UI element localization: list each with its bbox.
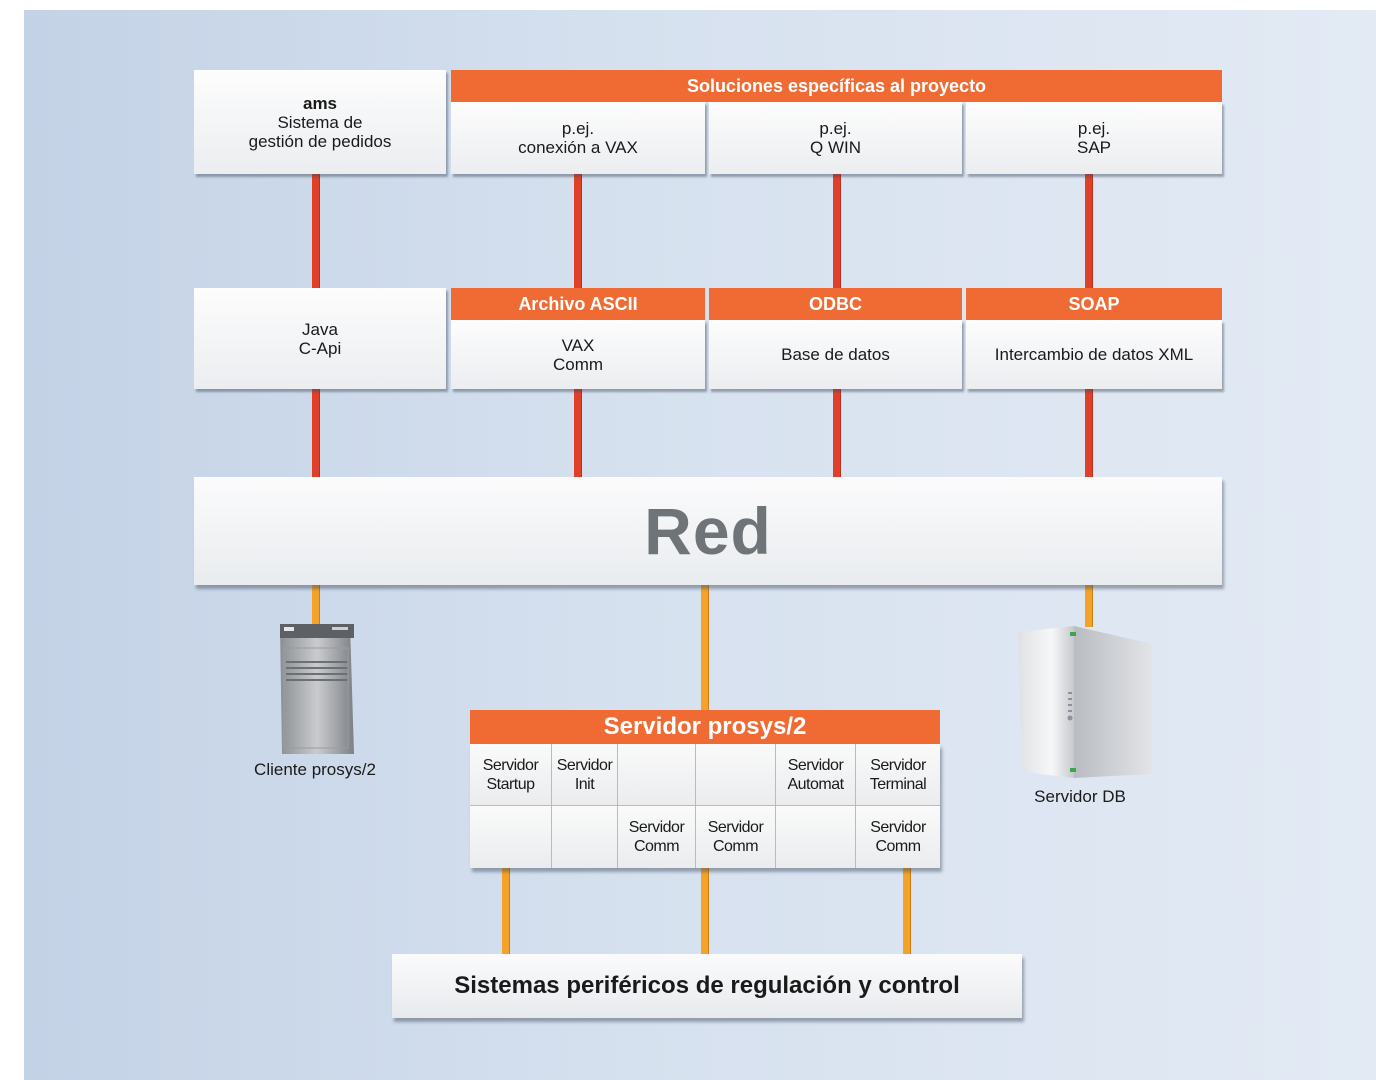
ascii-box: VAX Comm xyxy=(451,320,705,389)
server-cell xyxy=(618,744,696,806)
ams-title: ams xyxy=(302,93,338,113)
java-line2: C-Api xyxy=(298,338,342,358)
server-cell: Servidor Terminal xyxy=(856,744,940,806)
server-cell-line1: Servidor xyxy=(707,819,764,836)
java-box: Java C-Api xyxy=(194,288,446,389)
connector-network-server xyxy=(701,585,708,710)
db-server-icon xyxy=(1018,626,1152,778)
server-cell: Servidor Comm xyxy=(618,806,696,868)
client-label: Cliente prosys/2 xyxy=(254,760,376,779)
solution-qwin-line2: Q WIN xyxy=(810,138,861,157)
server-cell-line1: Servidor xyxy=(870,756,926,774)
solution-sap-line1: p.ej. xyxy=(1077,119,1111,138)
solution-vax-line2: conexión a VAX xyxy=(518,138,638,157)
connector-soap-network xyxy=(1085,389,1092,477)
odbc-header: ODBC xyxy=(709,288,962,320)
server-cell: Servidor Automat xyxy=(776,744,856,806)
server-cell xyxy=(470,806,552,868)
connector-sap-soap xyxy=(1085,174,1092,288)
server-cell-line2: Comm xyxy=(875,838,921,855)
soap-text: Intercambio de datos XML xyxy=(994,345,1194,364)
connector-qwin-odbc xyxy=(833,174,840,288)
java-line1: Java xyxy=(302,319,338,339)
solution-qwin-line1: p.ej. xyxy=(819,119,852,138)
ascii-line2: Comm xyxy=(552,354,604,374)
connector-vax-ascii xyxy=(574,174,581,288)
server-cell: Servidor Startup xyxy=(470,744,552,806)
server-cell-line2: Init xyxy=(574,775,595,793)
peripheral-systems-box: Sistemas periféricos de regulación y con… xyxy=(392,954,1022,1018)
ams-line2: gestión de pedidos xyxy=(248,131,392,151)
soap-box: Intercambio de datos XML xyxy=(966,320,1222,389)
connector-server-peripheral-2 xyxy=(701,868,708,954)
connector-server-peripheral-3 xyxy=(903,868,910,954)
server-cell-line1: Servidor xyxy=(628,819,685,836)
server-cell: Servidor Init xyxy=(552,744,618,806)
prosys-server-grid: Servidor Startup Servidor Init Servidor … xyxy=(470,744,940,868)
project-solutions-header: Soluciones específicas al proyecto xyxy=(451,70,1222,102)
connector-java-network xyxy=(312,389,319,477)
solution-vax-line1: p.ej. xyxy=(561,119,595,138)
server-cell: Servidor Comm xyxy=(856,806,940,868)
server-cell-line1: Servidor xyxy=(556,756,613,774)
peripheral-systems-label: Sistemas periféricos de regulación y con… xyxy=(454,972,960,999)
ams-line1: Sistema de xyxy=(277,112,363,132)
connector-ascii-network xyxy=(574,389,581,477)
client-computer-icon xyxy=(280,624,354,754)
server-cell xyxy=(776,806,856,868)
connector-server-peripheral-1 xyxy=(502,868,509,954)
odbc-box: Base de datos xyxy=(709,320,962,389)
solution-qwin-box: p.ej. Q WIN xyxy=(709,102,962,174)
server-cell xyxy=(552,806,618,868)
solution-sap-line2: SAP xyxy=(1076,138,1112,157)
ams-box: ams Sistema de gestión de pedidos xyxy=(194,70,446,174)
network-label: Red xyxy=(644,494,772,568)
solution-sap-box: p.ej. SAP xyxy=(966,102,1222,174)
server-cell-line1: Servidor xyxy=(787,756,844,774)
db-server-label: Servidor DB xyxy=(1034,787,1126,806)
server-cell: Servidor Comm xyxy=(696,806,776,868)
server-cell-line1: Servidor xyxy=(482,756,539,774)
server-cell-line2: Comm xyxy=(633,838,680,855)
server-cell-line2: Automat xyxy=(787,775,844,793)
server-cell-line2: Startup xyxy=(486,775,535,793)
ascii-header: Archivo ASCII xyxy=(451,288,705,320)
connector-odbc-network xyxy=(833,389,840,477)
solution-vax-box: p.ej. conexión a VAX xyxy=(451,102,705,174)
connector-network-client xyxy=(312,585,319,625)
server-cell-line2: Terminal xyxy=(869,775,927,793)
server-cell xyxy=(696,744,776,806)
ascii-line1: VAX xyxy=(561,335,595,355)
soap-header: SOAP xyxy=(966,288,1222,320)
connector-ams-java xyxy=(312,174,319,288)
network-box: Red xyxy=(194,477,1222,585)
prosys-server-title: Servidor prosys/2 xyxy=(470,710,940,744)
connector-network-dbserver xyxy=(1085,585,1092,627)
server-cell-line1: Servidor xyxy=(870,819,926,836)
odbc-text: Base de datos xyxy=(781,345,890,364)
server-cell-line2: Comm xyxy=(712,838,759,855)
